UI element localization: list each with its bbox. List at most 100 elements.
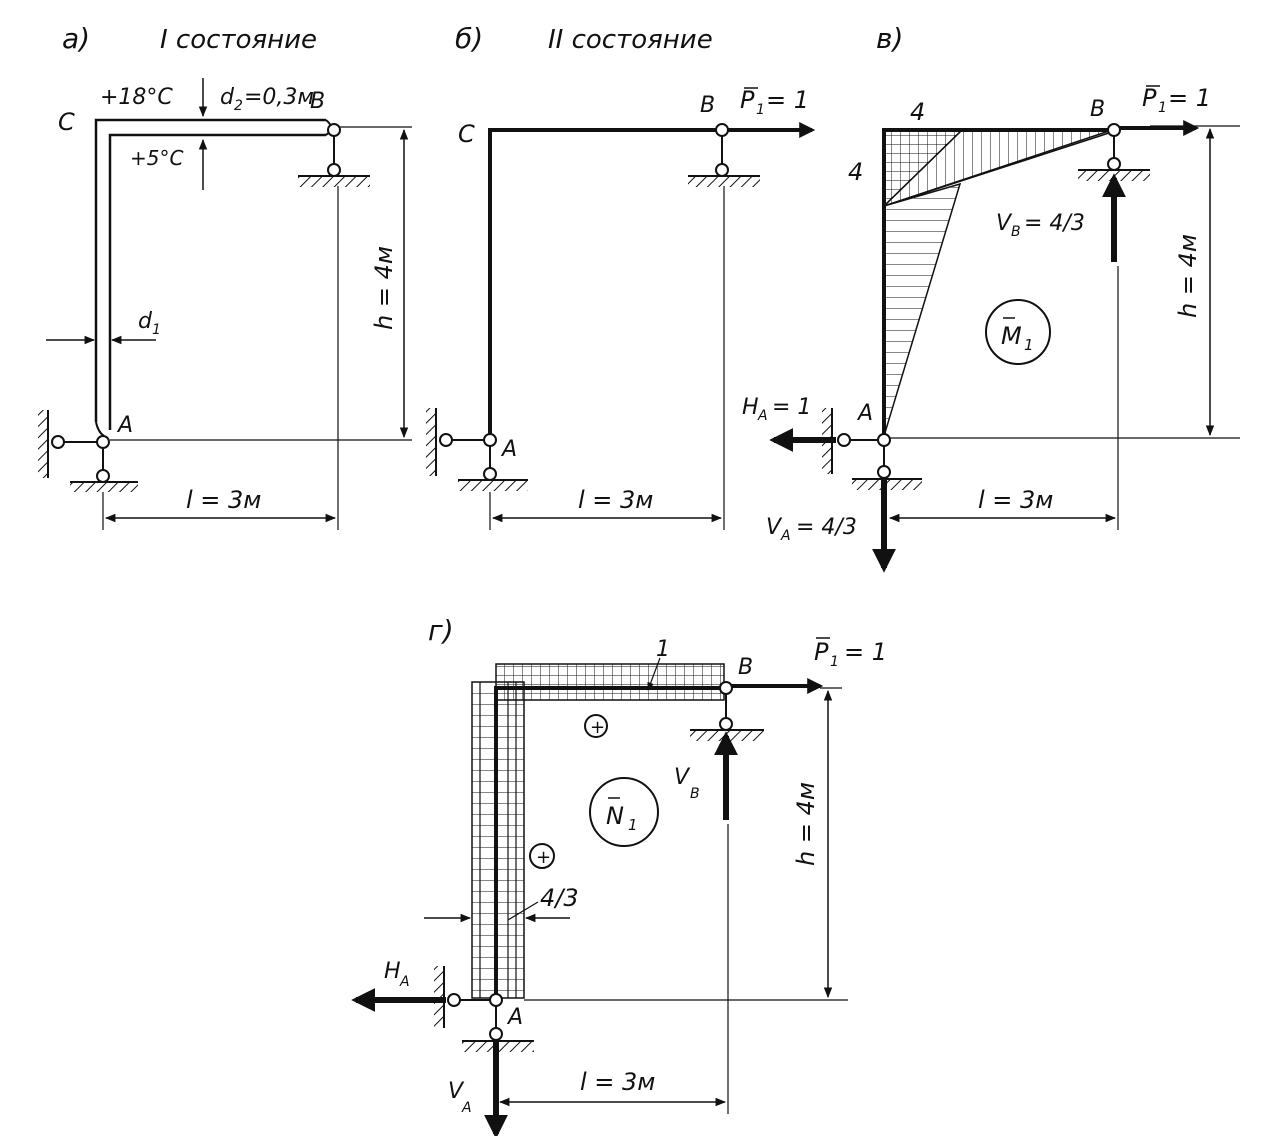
n-top-value: 1 xyxy=(647,637,670,691)
support-b xyxy=(298,123,370,187)
reaction-va-label: V A xyxy=(448,1079,472,1116)
svg-text:1: 1 xyxy=(830,654,839,670)
node-a-label: A xyxy=(116,413,133,438)
panel-a-letter: а) xyxy=(62,22,90,55)
svg-text:l = 3м: l = 3м xyxy=(578,486,653,514)
svg-text:B: B xyxy=(1011,224,1021,240)
svg-text:1: 1 xyxy=(1024,336,1034,354)
node-c-label: C xyxy=(58,108,75,136)
plus-sign-column: + xyxy=(529,843,555,869)
svg-text:= 4/3: = 4/3 xyxy=(796,515,857,540)
svg-text:V: V xyxy=(674,765,691,790)
svg-text:2: 2 xyxy=(234,98,243,114)
moment-diagram xyxy=(883,129,1113,437)
reaction-ha-label: H A xyxy=(384,959,410,990)
svg-text:= 4/3: = 4/3 xyxy=(1024,211,1085,236)
svg-text:h = 4м: h = 4м xyxy=(792,782,820,866)
node-c-label: C xyxy=(458,120,475,148)
svg-text:A: A xyxy=(399,974,410,990)
moment-top-value: 4 xyxy=(910,98,925,126)
svg-text:= 1: = 1 xyxy=(844,638,887,666)
reaction-ha-label: H A = 1 xyxy=(742,395,811,424)
frame-member xyxy=(488,128,722,436)
svg-text:P: P xyxy=(740,86,755,114)
panel-b-title: II состояние xyxy=(548,25,713,55)
svg-text:d: d xyxy=(220,85,235,110)
svg-text:1: 1 xyxy=(756,102,765,118)
svg-text:P: P xyxy=(1142,84,1157,112)
h-dimension: h = 4м xyxy=(110,126,412,441)
support-a xyxy=(38,410,138,492)
svg-text:4/3: 4/3 xyxy=(540,884,579,912)
svg-text:A: A xyxy=(780,528,791,544)
svg-text:B: B xyxy=(690,786,700,802)
svg-text:+: + xyxy=(590,717,605,738)
load-p1-label: P 1 = 1 xyxy=(740,86,809,118)
plus-sign-beam: + xyxy=(584,714,608,738)
support-b xyxy=(688,123,760,187)
svg-text:1: 1 xyxy=(656,637,670,662)
diagram-n1-label: N 1 xyxy=(589,777,659,847)
reaction-va-label: V A = 4/3 xyxy=(766,515,857,544)
svg-text:= 1: = 1 xyxy=(772,395,811,420)
support-a xyxy=(426,408,528,491)
svg-text:P: P xyxy=(814,638,829,666)
reaction-vb-label: V B = 4/3 xyxy=(996,211,1085,240)
svg-text:H: H xyxy=(742,395,759,420)
svg-text:= 1: = 1 xyxy=(766,86,809,114)
frame-member xyxy=(882,128,1112,436)
panel-a-title: I состояние xyxy=(160,25,317,55)
load-p1-label: P 1 = 1 xyxy=(814,637,887,670)
moment-left-value: 4 xyxy=(848,158,863,186)
svg-text:V: V xyxy=(448,1079,465,1104)
l-dimension: l = 3м xyxy=(489,186,725,530)
d2-label: d 2 =0,3м xyxy=(220,85,314,114)
svg-text:V: V xyxy=(766,515,783,540)
svg-text:M: M xyxy=(1001,322,1022,350)
svg-text:V: V xyxy=(996,211,1013,236)
node-a-label: A xyxy=(500,437,517,462)
svg-text:h = 4м: h = 4м xyxy=(370,246,398,330)
node-b-label: B xyxy=(738,655,753,680)
svg-text:1: 1 xyxy=(152,322,161,338)
svg-text:A: A xyxy=(461,1100,472,1116)
node-a-label: A xyxy=(506,1005,523,1030)
l-dimension: l = 3м xyxy=(498,824,729,1114)
node-b-label: B xyxy=(1090,97,1105,122)
svg-text:l = 3м: l = 3м xyxy=(978,486,1053,514)
h-dimension: h = 4м xyxy=(890,125,1240,439)
svg-text:N: N xyxy=(606,802,624,830)
l-dimension: l = 3м xyxy=(102,186,339,530)
svg-text:A: A xyxy=(757,408,768,424)
normal-force-diagram xyxy=(471,663,725,999)
panel-g-letter: г) xyxy=(428,614,454,647)
diagram-m1-label: M 1 xyxy=(985,299,1051,365)
svg-text:h = 4м: h = 4м xyxy=(1174,234,1202,318)
svg-text:l = 3м: l = 3м xyxy=(186,486,261,514)
panel-v: в) 4 4 B P 1 = 1 V xyxy=(742,22,1240,573)
svg-text:+: + xyxy=(536,847,551,868)
node-b-label: B xyxy=(700,93,715,118)
d1-label: d 1 xyxy=(138,309,161,338)
frame-member xyxy=(94,118,332,437)
svg-text:1: 1 xyxy=(628,816,638,834)
panel-b-letter: б) xyxy=(455,22,483,55)
svg-text:H: H xyxy=(384,959,401,984)
node-b-label: B xyxy=(310,89,325,114)
svg-text:d: d xyxy=(138,309,153,334)
reaction-vb-label: V B xyxy=(674,765,700,802)
svg-text:=0,3м: =0,3м xyxy=(244,85,314,110)
panel-g: г) 1 4/3 + + xyxy=(351,614,887,1136)
l-dimension: l = 3м xyxy=(888,266,1119,530)
svg-text:= 1: = 1 xyxy=(1168,84,1211,112)
svg-text:l = 3м: l = 3м xyxy=(580,1068,655,1096)
h-dimension: h = 4м xyxy=(524,687,848,1001)
panel-a: а) I состояние C +18°C +5°C B d 2 =0,3м … xyxy=(38,22,412,530)
svg-text:1: 1 xyxy=(1158,100,1167,116)
panel-v-letter: в) xyxy=(876,22,903,55)
temp-bottom-label: +5°C xyxy=(130,146,183,170)
panel-b: б) II состояние C B P 1 = 1 xyxy=(426,22,816,530)
load-p1-label: P 1 = 1 xyxy=(1142,84,1211,116)
node-a-label: A xyxy=(856,401,873,426)
